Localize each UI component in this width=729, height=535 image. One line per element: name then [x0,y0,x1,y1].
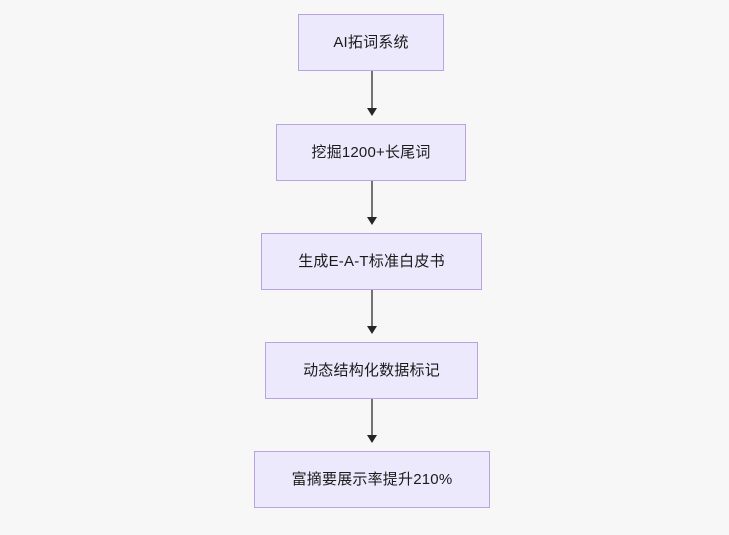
flow-node-n5[interactable]: 富摘要展示率提升210% [254,451,490,508]
flow-node-n4[interactable]: 动态结构化数据标记 [265,342,478,399]
flow-node-label: 生成E-A-T标准白皮书 [298,253,445,270]
edge-line [371,181,373,218]
arrowhead-down-icon [367,108,377,116]
arrowhead-down-icon [367,217,377,225]
flow-node-n3[interactable]: 生成E-A-T标准白皮书 [261,233,482,290]
arrowhead-down-icon [367,326,377,334]
flow-node-label: 富摘要展示率提升210% [291,471,453,488]
arrowhead-down-icon [367,435,377,443]
edge-line [371,399,373,436]
edge-line [371,71,373,109]
flow-node-n2[interactable]: 挖掘1200+长尾词 [276,124,466,181]
flow-node-label: 动态结构化数据标记 [303,362,440,379]
flow-node-n1[interactable]: AI拓词系统 [298,14,444,71]
flow-node-label: AI拓词系统 [333,34,409,51]
flow-node-label: 挖掘1200+长尾词 [311,144,431,161]
edge-line [371,290,373,327]
